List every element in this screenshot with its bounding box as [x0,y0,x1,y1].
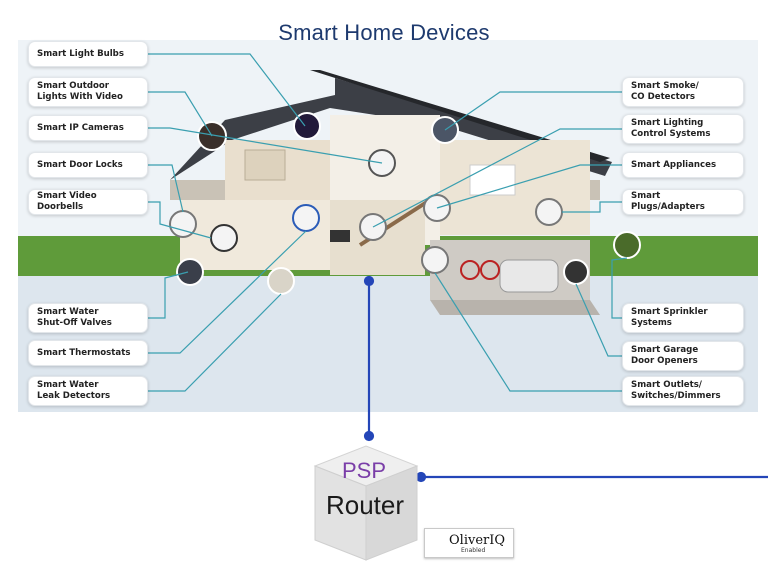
water-valve-icon [176,258,204,286]
tv [330,230,350,242]
label-smart-garage-door-openers: Smart Garage Door Openers [622,341,744,371]
logo-brand: OliverIQ [449,533,506,548]
label-smart-door-locks: Smart Door Locks [28,152,148,178]
label-smart-smoke-co-detectors: Smart Smoke/ CO Detectors [622,77,744,107]
roof [170,78,612,180]
label-smart-thermostats: Smart Thermostats [28,340,148,366]
label-smart-water-shutoff-valves: Smart Water Shut-Off Valves [28,303,148,333]
garage-floor [430,300,600,315]
label-smart-sprinkler-systems: Smart Sprinkler Systems [622,303,744,333]
oliveriq-logo: OliverIQ Enabled [424,528,514,558]
label-smart-plugs-adapters: Smart Plugs/Adapters [622,189,744,215]
logo-tag: Enabled [461,547,486,554]
car [499,259,559,293]
garage-opener-icon [563,259,589,285]
label-smart-water-leak-detectors: Smart Water Leak Detectors [28,376,148,406]
label-smart-video-doorbells: Smart Video Doorbells [28,189,148,215]
router-links [363,275,768,483]
router-psp-text: PSP [341,458,387,483]
label-smart-outlets-switches: Smart Outlets/ Switches/Dimmers [622,376,744,406]
video-doorbell-icon [210,224,238,252]
roof-edge [310,70,610,162]
connector-lines [148,53,628,392]
label-smart-lighting-control: Smart Lighting Control Systems [622,114,744,144]
smart-plug-icon [535,198,563,226]
bicycle-wheel [460,260,480,280]
link-node [363,430,375,442]
outlet-switch-icon [421,246,449,274]
link-node [363,275,375,287]
bicycle-wheel [480,260,500,280]
label-smart-appliances: Smart Appliances [622,152,744,178]
sprinkler-icon [613,231,641,259]
leak-detector-icon [267,267,295,295]
label-smart-outdoor-lights: Smart Outdoor Lights With Video [28,77,148,107]
bed [244,149,286,181]
link-node [415,471,427,483]
router-text: Router [325,490,405,520]
thermostat-icon [292,204,320,232]
label-smart-ip-cameras: Smart IP Cameras [28,115,148,141]
label-smart-light-bulbs: Smart Light Bulbs [28,41,148,67]
bedroom-window [469,164,516,196]
router-cube [313,445,419,561]
